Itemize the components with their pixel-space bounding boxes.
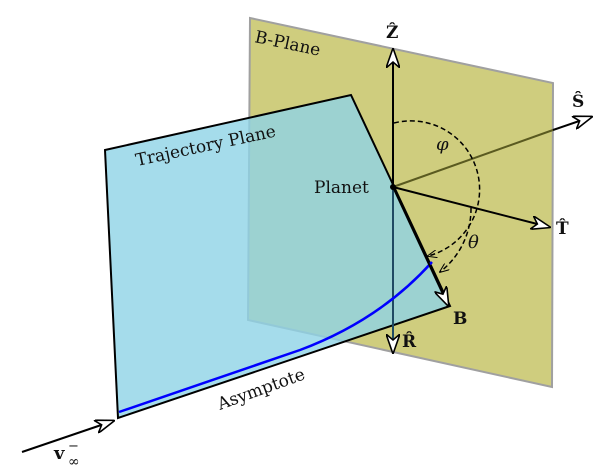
v-infinity-label: v − ∞ (53, 439, 80, 470)
s-axis-label: Ŝ (572, 91, 584, 112)
theta-label: θ (468, 232, 479, 253)
v-infinity-superscript: − (68, 439, 79, 454)
v-infinity-symbol: v (53, 443, 65, 464)
phi-arc (393, 120, 481, 256)
z-axis-label: Ẑ (386, 22, 398, 43)
planet-dot (390, 184, 396, 190)
trajectory-curve (118, 261, 433, 414)
v-infinity-arrow (21, 421, 113, 453)
planet-label: Planet (314, 178, 369, 198)
s-axis (552, 117, 591, 131)
r-axis-label: R̂ (402, 332, 417, 352)
theta-arc (440, 207, 472, 272)
b-vector-label: B (453, 309, 467, 329)
t-axis-label: T̂ (556, 219, 569, 239)
v-infinity-subscript: ∞ (68, 454, 80, 470)
phi-label: φ (436, 134, 449, 155)
t-axis (392, 186, 549, 227)
b-vector (392, 186, 448, 305)
trajectory-plane (103, 93, 452, 420)
